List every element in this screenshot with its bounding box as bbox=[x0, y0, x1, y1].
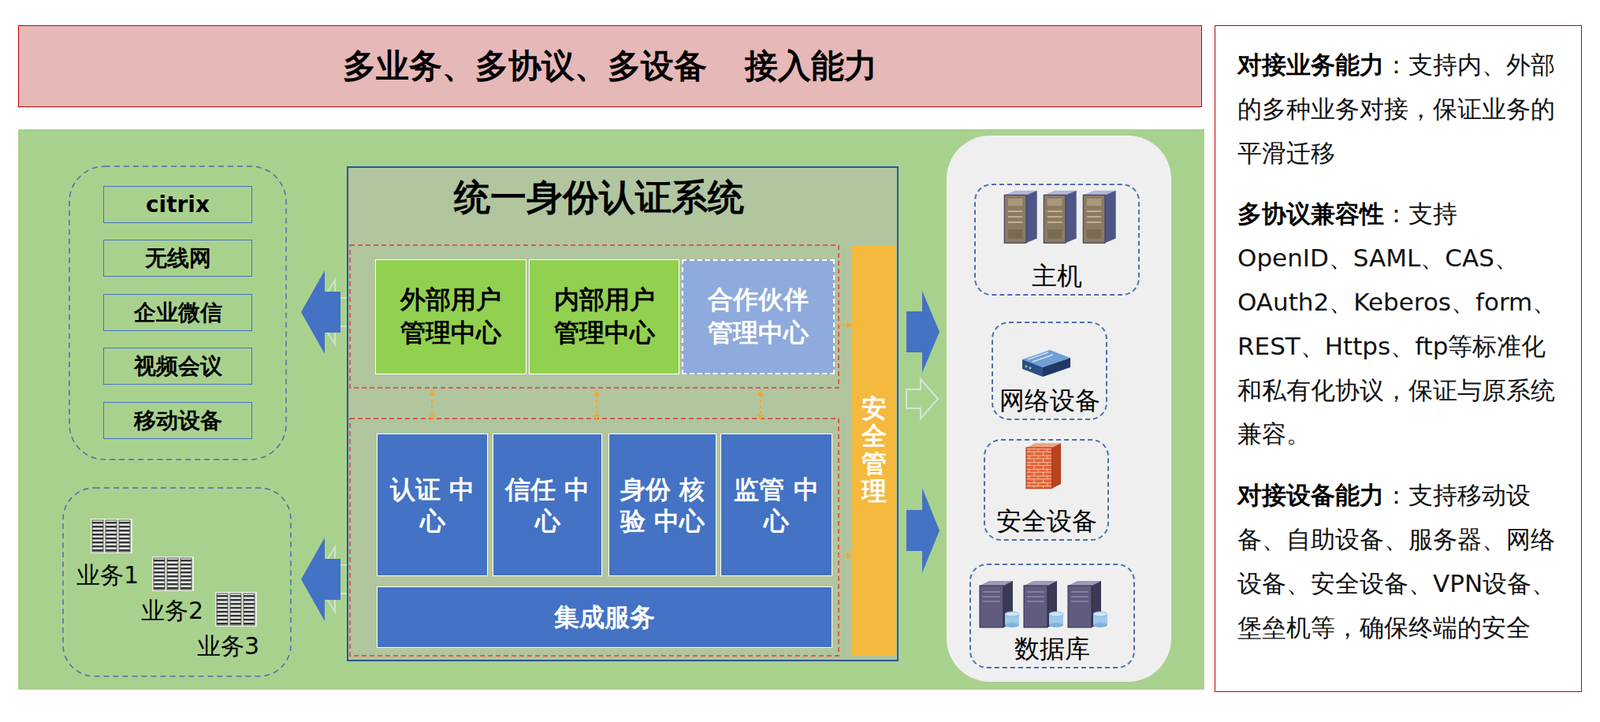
device-label: 主机 bbox=[1031, 260, 1083, 291]
note-panel: 对接业务能力：支持内、外部的多种业务对接，保证业务的平滑迁移多协议兼容性：支持O… bbox=[1214, 25, 1582, 693]
database-icon bbox=[979, 580, 1020, 628]
device-group: 主机 bbox=[974, 183, 1140, 296]
center-box: 监管 中心 bbox=[720, 433, 833, 577]
server-icon bbox=[1043, 190, 1076, 244]
box-label: citrix bbox=[145, 191, 210, 218]
block-arrow bbox=[301, 537, 341, 622]
paragraph: 对接业务能力：支持内、外部的多种业务对接，保证业务的平滑迁移 bbox=[1237, 43, 1563, 175]
box-label: 企业微信 bbox=[133, 297, 223, 328]
server-icon bbox=[152, 556, 194, 592]
dashed-area bbox=[349, 418, 839, 656]
note-heading: 对接业务能力 bbox=[1237, 50, 1385, 79]
access-box: 移动设备 bbox=[103, 401, 253, 440]
center-box: 信任 中心 bbox=[492, 433, 603, 577]
banner-text: 多业务、多协议、多设备 接入能力 bbox=[342, 44, 878, 89]
note-body: ：支持OpenID、SAML、CAS、OAuth2、Keberos、form、R… bbox=[1237, 199, 1557, 448]
access-box: citrix bbox=[103, 186, 253, 224]
center-box: 合作伙伴 管理中心 bbox=[681, 259, 835, 375]
box-label: 移动设备 bbox=[133, 405, 223, 436]
router-icon bbox=[1022, 349, 1071, 377]
group-outline bbox=[63, 487, 291, 677]
business-label: 业务3 bbox=[197, 632, 260, 661]
security-bar: 安全管理 bbox=[852, 245, 897, 655]
business-label: 业务2 bbox=[141, 596, 204, 626]
firewall-icon bbox=[1026, 442, 1061, 489]
vertical-label: 安全管理 bbox=[861, 394, 887, 507]
box-label: 身份 核验 中心 bbox=[617, 473, 708, 537]
box-label: 认证 中心 bbox=[385, 473, 480, 537]
server-icon bbox=[90, 518, 133, 554]
block-arrow bbox=[906, 487, 940, 574]
server-icon bbox=[1004, 190, 1037, 244]
note-heading: 对接设备能力 bbox=[1237, 480, 1385, 510]
device-group: 网络设备 bbox=[991, 321, 1108, 421]
access-box: 无线网 bbox=[103, 239, 253, 277]
box-label: 集成服务 bbox=[554, 601, 655, 633]
business-label: 业务1 bbox=[76, 561, 139, 590]
device-group: 数据库 bbox=[969, 563, 1135, 669]
database-icon bbox=[1023, 580, 1064, 628]
system-fill bbox=[347, 167, 898, 661]
box-label: 内部用户 管理中心 bbox=[537, 283, 671, 350]
system-title: 统一身份认证系统 bbox=[348, 175, 850, 220]
box-label: 视频会议 bbox=[133, 351, 223, 382]
box-label: 监管 中心 bbox=[729, 473, 824, 537]
system-box: 外部用户 管理中心内部用户 管理中心合作伙伴 管理中心认证 中心信任 中心身份 … bbox=[346, 166, 899, 662]
box-label: 无线网 bbox=[145, 243, 212, 274]
access-box: 企业微信 bbox=[103, 293, 253, 332]
center-box: 集成服务 bbox=[376, 586, 833, 648]
center-box: 认证 中心 bbox=[376, 433, 488, 577]
faint-arrow bbox=[906, 379, 938, 419]
server-icon bbox=[1082, 190, 1116, 244]
box-label: 信任 中心 bbox=[501, 473, 594, 537]
block-arrow bbox=[906, 290, 940, 373]
center-box: 身份 核验 中心 bbox=[608, 433, 717, 577]
group-outline bbox=[69, 166, 287, 460]
device-group: 安全设备 bbox=[983, 439, 1109, 541]
center-box: 内部用户 管理中心 bbox=[528, 259, 680, 375]
dashed-area bbox=[349, 245, 839, 388]
paragraph: 对接设备能力：支持移动设备、自助设备、服务器、网络设备、安全设备、VPN设备、堡… bbox=[1237, 473, 1563, 650]
device-label: 网络设备 bbox=[999, 385, 1101, 416]
access-box: 视频会议 bbox=[103, 347, 253, 385]
device-label: 数据库 bbox=[1014, 633, 1091, 664]
block-arrow bbox=[301, 270, 341, 354]
device-panel bbox=[946, 135, 1172, 682]
server-icon bbox=[215, 591, 257, 627]
center-box: 外部用户 管理中心 bbox=[375, 259, 527, 375]
ground-panel bbox=[18, 129, 1205, 690]
box-label: 外部用户 管理中心 bbox=[383, 283, 518, 350]
device-label: 安全设备 bbox=[996, 506, 1098, 536]
database-icon bbox=[1067, 580, 1108, 628]
box-label: 合作伙伴 管理中心 bbox=[691, 283, 826, 350]
banner-band: 多业务、多协议、多设备 接入能力 bbox=[18, 25, 1202, 108]
paragraph: 多协议兼容性：支持OpenID、SAML、CAS、OAuth2、Keberos、… bbox=[1237, 192, 1563, 457]
note-heading: 多协议兼容性 bbox=[1237, 199, 1385, 228]
